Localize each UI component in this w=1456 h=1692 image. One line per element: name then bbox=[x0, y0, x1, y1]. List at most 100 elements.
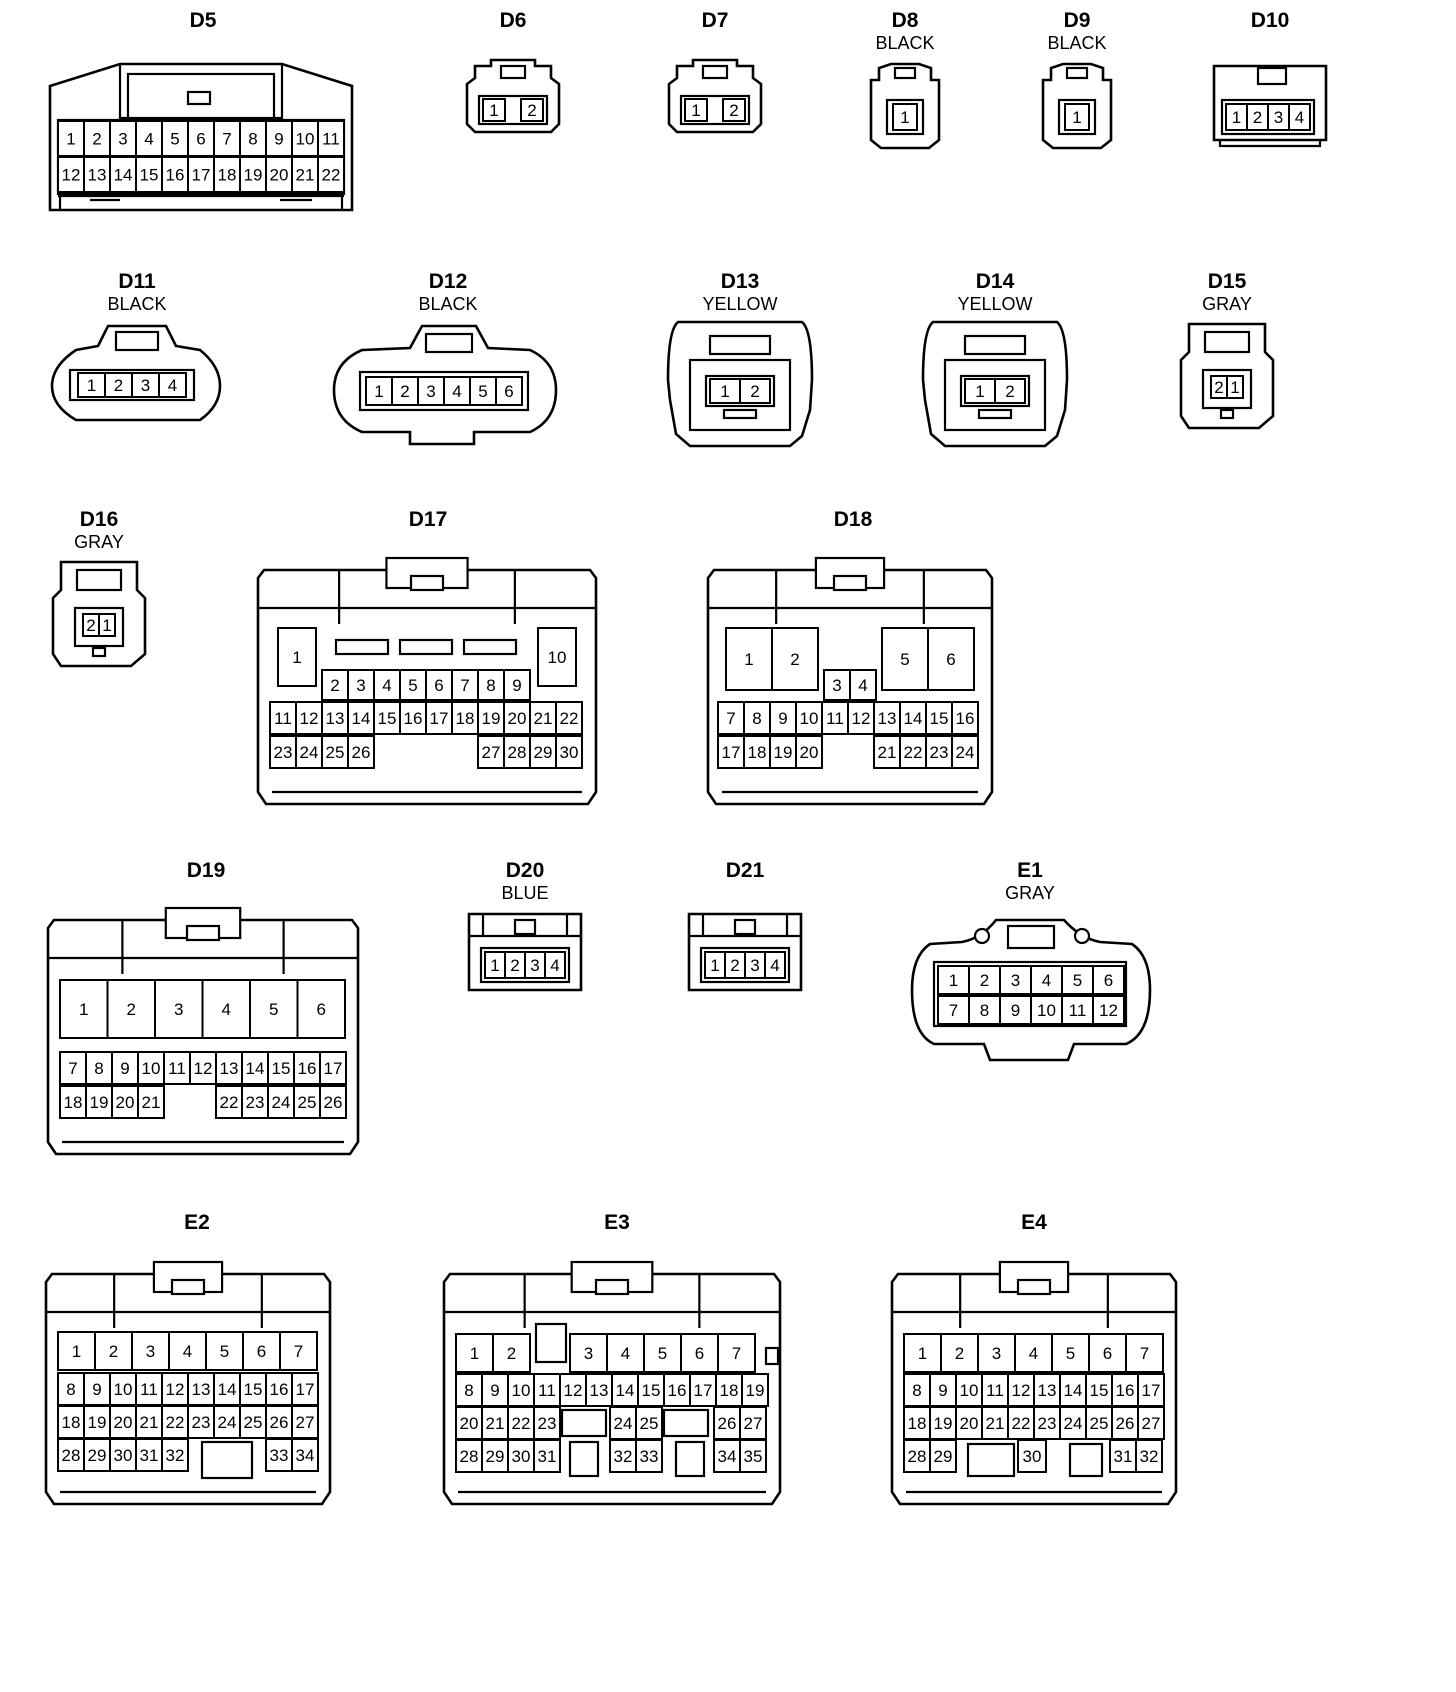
pin-cell: 11 bbox=[981, 1373, 1009, 1407]
pin-number: 16 bbox=[404, 709, 423, 728]
pin-number: 5 bbox=[170, 130, 179, 149]
pin-number: 20 bbox=[508, 709, 527, 728]
pin-cell: 2 bbox=[724, 951, 746, 979]
pin-number: 2 bbox=[510, 956, 519, 975]
pin-number: 12 bbox=[1012, 1381, 1031, 1400]
pin-number: 9 bbox=[938, 1381, 947, 1400]
pin-cell: 10 bbox=[109, 1372, 137, 1406]
pin-cell: 15 bbox=[267, 1051, 295, 1085]
pin-cell: 11 bbox=[317, 120, 345, 157]
pin-number: 2 bbox=[400, 382, 409, 401]
pin-number: 26 bbox=[352, 743, 371, 762]
pin-cell: 15 bbox=[637, 1373, 665, 1407]
pin-number: 3 bbox=[1011, 971, 1020, 990]
pin-number: 3 bbox=[141, 376, 150, 395]
pin-cell: 9 bbox=[929, 1373, 957, 1407]
pin-number: 1 bbox=[1232, 108, 1241, 127]
pin-cell: 7 bbox=[279, 1331, 318, 1371]
pin-cell: 4 bbox=[158, 372, 187, 398]
pin-cell: 6 bbox=[242, 1331, 281, 1371]
pin-cell: 15 bbox=[925, 701, 953, 735]
pin-number: 1 bbox=[900, 108, 909, 127]
pin-number: 30 bbox=[1023, 1447, 1042, 1466]
pin-cell: 32 bbox=[1135, 1439, 1163, 1473]
pin-cell: 31 bbox=[1109, 1439, 1137, 1473]
pin-cell: 29 bbox=[929, 1439, 957, 1473]
pin-number: 5 bbox=[1066, 1344, 1075, 1363]
pin-cell: 6 bbox=[425, 669, 453, 701]
pin-number: 23 bbox=[192, 1413, 211, 1432]
pin-cell: 11 bbox=[269, 701, 297, 735]
pin-cell: 11 bbox=[1061, 995, 1094, 1025]
pin-number: 24 bbox=[218, 1413, 237, 1432]
pin-cell: 25 bbox=[1085, 1406, 1113, 1440]
pin-cell: 9 bbox=[769, 701, 797, 735]
pin-number: 14 bbox=[904, 709, 923, 728]
pin-cell: 27 bbox=[477, 735, 505, 769]
pin-number: 20 bbox=[116, 1093, 135, 1112]
pin-number: 2 bbox=[330, 676, 339, 695]
pin-cell: 29 bbox=[529, 735, 557, 769]
pin-number: 5 bbox=[408, 676, 417, 695]
connector-d21-header: D21 bbox=[726, 859, 765, 882]
pin-number: 6 bbox=[946, 650, 955, 669]
pin-number: 8 bbox=[486, 676, 495, 695]
pin-number: 13 bbox=[590, 1381, 609, 1400]
pin-cell: 17 bbox=[291, 1372, 319, 1406]
pin-number: 10 bbox=[800, 709, 819, 728]
pin-cell: 27 bbox=[739, 1406, 767, 1440]
pin-cell: 18 bbox=[57, 1405, 85, 1439]
connector-color-label: GRAY bbox=[1202, 294, 1252, 314]
pin-cell: 26 bbox=[319, 1085, 347, 1119]
pin-cell: 3 bbox=[131, 372, 160, 398]
pin-cell: 11 bbox=[163, 1051, 191, 1085]
pin-cell: 8 bbox=[968, 995, 1001, 1025]
pin-cell: 21 bbox=[137, 1085, 165, 1119]
pin-number: 5 bbox=[220, 1342, 229, 1361]
pin-number: 13 bbox=[88, 166, 107, 185]
pin-number: 26 bbox=[270, 1413, 289, 1432]
pin-number: 32 bbox=[166, 1446, 185, 1465]
pin-cell: 21 bbox=[291, 156, 319, 193]
pin-number: 19 bbox=[90, 1093, 109, 1112]
pin-number: 7 bbox=[460, 676, 469, 695]
pin-cell: 16 bbox=[293, 1051, 321, 1085]
connector-d10-header: D10 bbox=[1251, 9, 1290, 32]
pin-number: 1 bbox=[949, 971, 958, 990]
pin-cell: 15 bbox=[239, 1372, 267, 1406]
pin-number: 5 bbox=[269, 1000, 278, 1019]
pin-number: 3 bbox=[832, 676, 841, 695]
pin-cell: 3 bbox=[131, 1331, 170, 1371]
pin-number: 13 bbox=[326, 709, 345, 728]
pin-number: 9 bbox=[512, 676, 521, 695]
pin-cell: 13 bbox=[187, 1372, 215, 1406]
pin-cell: 17 bbox=[717, 735, 745, 769]
pin-number: 6 bbox=[196, 130, 205, 149]
pin-number: 24 bbox=[614, 1414, 633, 1433]
pin-cell: 35 bbox=[739, 1439, 767, 1473]
pin-cell: 4 bbox=[1288, 103, 1311, 131]
pin-number: 17 bbox=[192, 166, 211, 185]
pin-cell: 17 bbox=[1137, 1373, 1165, 1407]
pin-cell: 7 bbox=[1125, 1333, 1164, 1373]
pin-number: 14 bbox=[1064, 1381, 1083, 1400]
pin-number: 4 bbox=[1295, 108, 1304, 127]
pin-cell: 20 bbox=[109, 1405, 137, 1439]
pin-number: 22 bbox=[1012, 1414, 1031, 1433]
pin-number: 25 bbox=[1090, 1414, 1109, 1433]
pin-number: 2 bbox=[730, 956, 739, 975]
pin-cell: 2 bbox=[940, 1333, 979, 1373]
pin-cell: 28 bbox=[455, 1439, 483, 1473]
connector-label: D21 bbox=[726, 859, 765, 882]
pin-cell: 3 bbox=[347, 669, 375, 701]
pin-cell: 20 bbox=[955, 1406, 983, 1440]
pin-number: 22 bbox=[220, 1093, 239, 1112]
pin-number: 12 bbox=[1099, 1001, 1118, 1020]
pin-number: 19 bbox=[774, 743, 793, 762]
pin-number: 13 bbox=[192, 1380, 211, 1399]
connector-label: D6 bbox=[500, 9, 527, 32]
pin-cell: 23 bbox=[187, 1405, 215, 1439]
